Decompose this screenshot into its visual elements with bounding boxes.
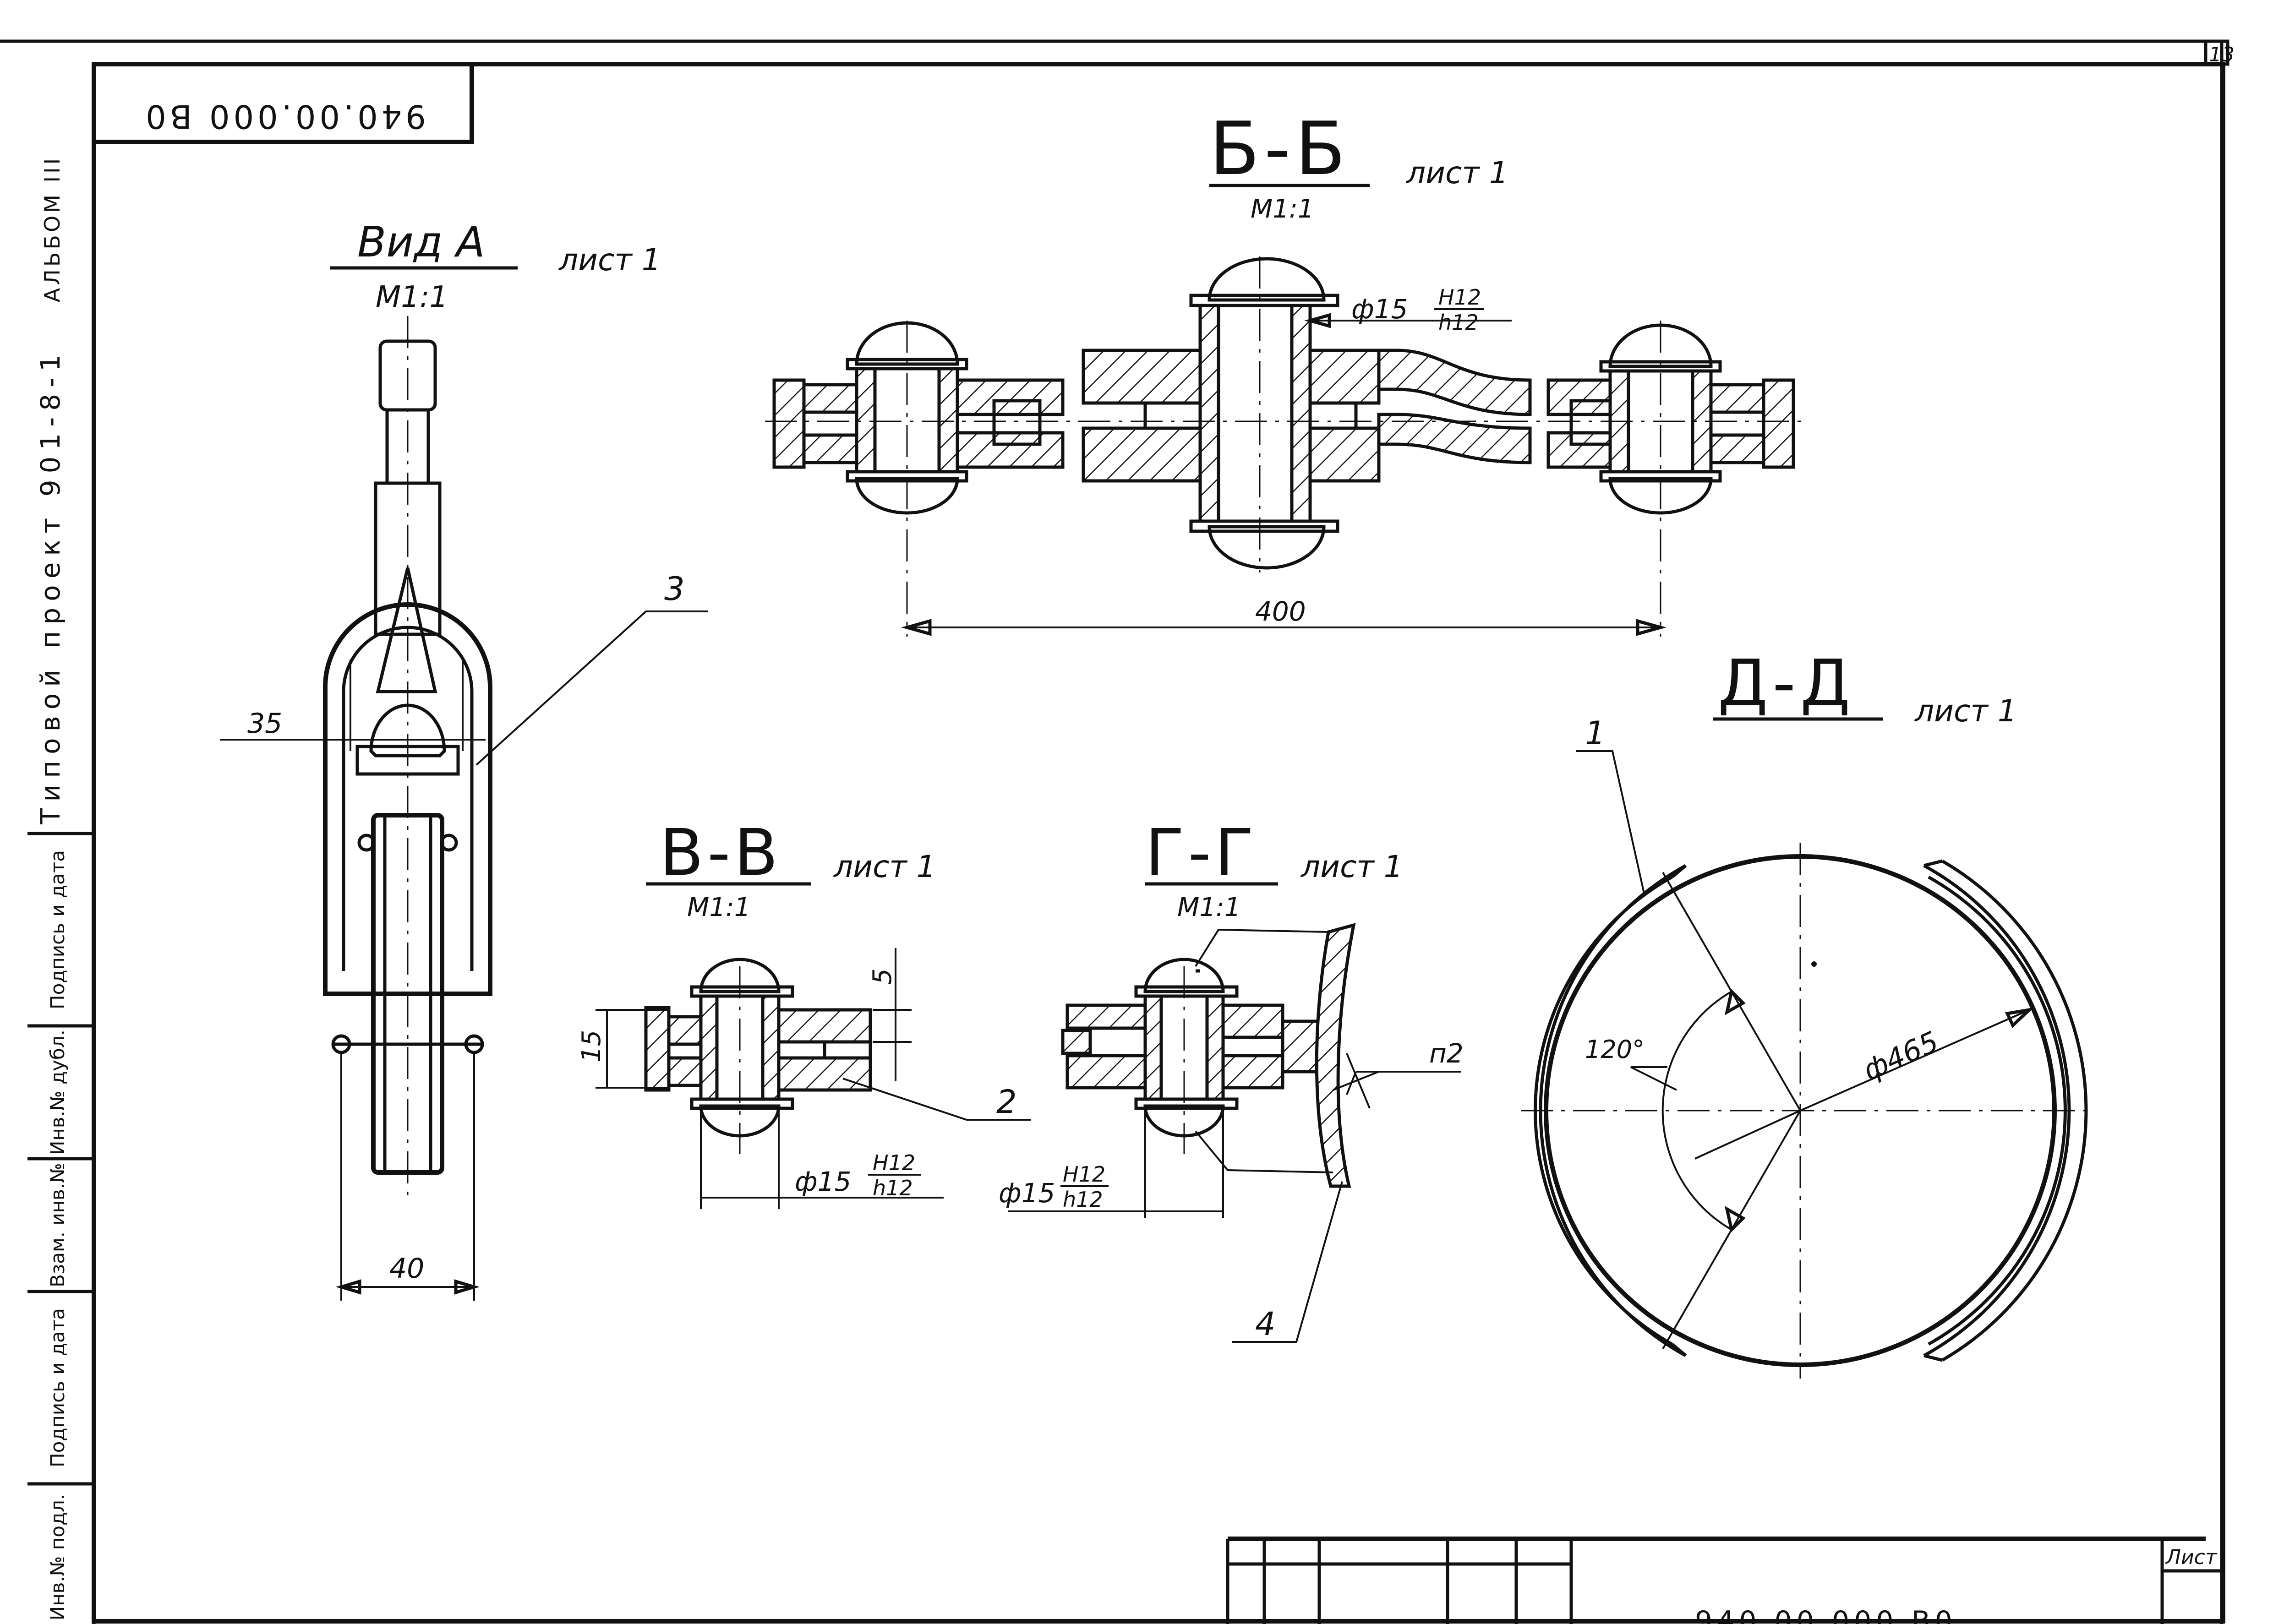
callout-3: 3: [664, 570, 685, 608]
view-a-sheet-ref: лист 1: [558, 242, 661, 278]
section-vv-fit: ф15: [795, 1166, 851, 1197]
section-dd-title: Д-Д: [1718, 646, 1855, 721]
view-a-dim-40: 40: [389, 1253, 424, 1285]
section-vv-dim-15: 15: [577, 1030, 606, 1063]
title-block: [1226, 1537, 2223, 1624]
section-gg-tol-top: H12: [1063, 1162, 1105, 1187]
section-vv-tol-top: H12: [873, 1150, 915, 1175]
left-stamp-column: [27, 832, 96, 1624]
doc-code-mirrored: 940.00.000 В0: [142, 98, 426, 135]
section-vv-drawing: [596, 948, 1031, 1209]
section-dd-sheet-ref: лист 1: [1914, 693, 2017, 729]
section-gg-title: Г-Г: [1145, 816, 1257, 890]
section-dd-angle: 120°: [1585, 1035, 1645, 1064]
drawing-frame: [0, 39, 2229, 1624]
section-gg-dim-p2: п2: [1429, 1038, 1464, 1069]
section-gg-scale: М1:1: [1177, 893, 1240, 922]
view-a-scale: М1:1: [376, 280, 448, 314]
section-vv-tol-bottom: h12: [873, 1176, 913, 1200]
section-vv-sheet-ref: лист 1: [833, 849, 936, 884]
stamp-label-3: Взам. инв.№: [46, 1163, 69, 1287]
project-label: Типовой проект 901-8-1: [35, 348, 66, 825]
section-bb-drawing: [765, 256, 1809, 637]
stamp-label-5: Инв.№ подл.: [46, 1494, 69, 1620]
section-bb-tol-top: H12: [1438, 285, 1481, 310]
section-vv-dim-5: 5: [868, 968, 897, 985]
section-bb-dim-400: 400: [1255, 596, 1306, 627]
section-bb-fit: ф15: [1351, 294, 1408, 325]
section-gg-tol-bottom: h12: [1063, 1187, 1103, 1212]
stamp-label-1: Подпись и дата: [46, 850, 69, 1009]
section-bb-title: Б-Б: [1209, 106, 1350, 191]
section-gg-sheet-ref: лист 1: [1300, 849, 1403, 884]
callout-1: 1: [1585, 714, 1606, 752]
callout-4: 4: [1255, 1305, 1276, 1343]
callout-2: 2: [996, 1083, 1017, 1121]
doc-code-box: [92, 64, 474, 144]
view-a-dim-35: 35: [247, 708, 282, 740]
page-number: 13: [2209, 43, 2235, 66]
section-gg-drawing: [1008, 923, 1461, 1343]
section-vv-title: В-В: [660, 816, 782, 890]
section-gg-fit: ф15: [999, 1177, 1055, 1209]
album-label: АЛЬБОМ III: [40, 156, 65, 302]
section-vv-scale: М1:1: [687, 893, 750, 922]
section-bb-tol-bottom: h12: [1438, 310, 1479, 335]
stamp-label-4: Подпись и дата: [46, 1308, 69, 1467]
view-a-drawing: [220, 316, 708, 1301]
section-dd-drawing: [1521, 750, 2089, 1379]
doc-code-bottom: 940.00.000 В0: [1695, 1605, 1957, 1624]
view-a-title: Вид А: [357, 218, 485, 267]
section-bb-scale: М1:1: [1251, 194, 1314, 224]
section-dd-diameter: ф465: [1858, 1025, 1943, 1087]
section-bb-sheet-ref: лист 1: [1405, 155, 1508, 191]
stamp-label-2: Инв.№ дубл.: [46, 1030, 69, 1155]
sheet-label: Лист: [2165, 1546, 2218, 1569]
